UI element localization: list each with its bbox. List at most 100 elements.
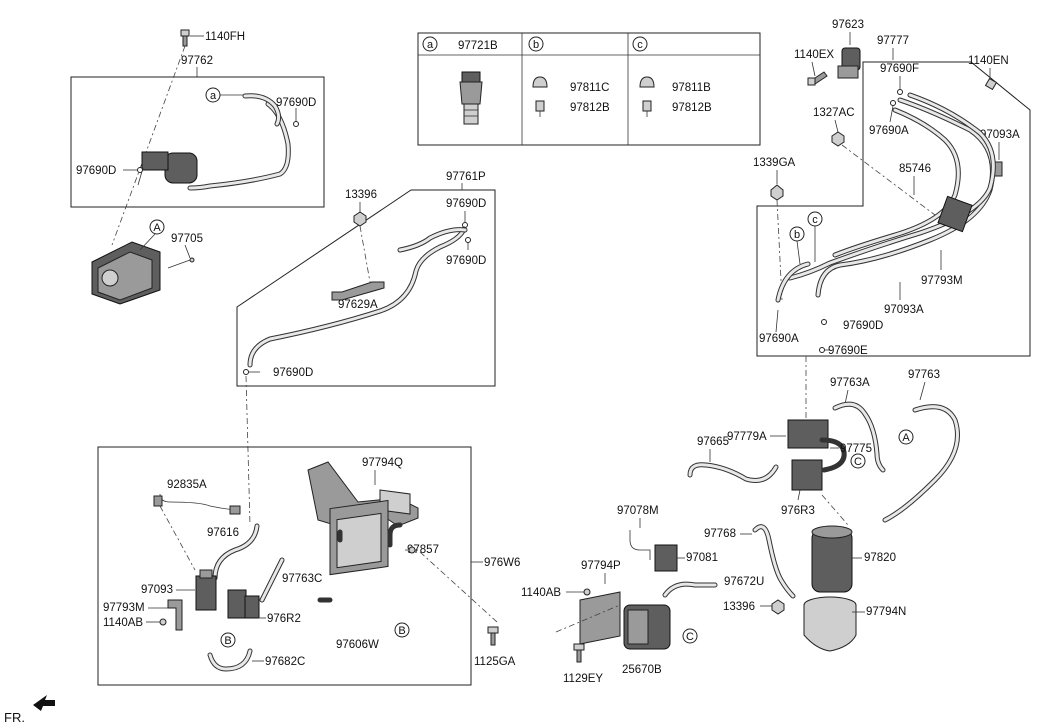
label-97672U: 97672U: [724, 576, 764, 588]
label-1140FH: 1140FH: [205, 31, 245, 43]
nut-1327AC-icon: [831, 131, 845, 147]
label-97690D-top-right: 97690D: [276, 97, 316, 109]
legend-b-part1: 97811C: [570, 82, 609, 94]
bolt-1140EX-icon: [807, 71, 828, 86]
sensor-97081-icon: [654, 544, 678, 572]
bolt-1140EN-icon: [984, 77, 998, 91]
cap-icon-c: [639, 76, 655, 117]
bolt-1125GA-icon: [487, 626, 499, 646]
callout-c-legend: [632, 36, 648, 52]
label-97629A: 97629A: [338, 299, 378, 311]
label-97623: 97623: [832, 19, 864, 31]
callout-a-legend-letter: a: [427, 39, 434, 51]
cap-icon-b: [532, 76, 548, 117]
callout-B-hose: [220, 632, 236, 648]
label-97093A-2: 97093A: [884, 304, 924, 316]
label-13396-mid: 13396: [345, 189, 377, 201]
label-97690D-mid1: 97690D: [446, 198, 486, 210]
callout-C-heater-letter: C: [686, 631, 694, 643]
label-92835A: 92835A: [167, 479, 207, 491]
label-97093A-1: 97093A: [980, 129, 1020, 141]
bracket-97794P-icon: [579, 591, 621, 645]
assembly-97777: 97623 97777 1140EX 97690F 1140EN 1327AC …: [753, 19, 1031, 357]
label-1140AB-right: 1140AB: [521, 587, 561, 599]
legend-c-part2: 97812B: [672, 102, 712, 114]
front-arrow-icon: [33, 695, 55, 711]
accumulator-icon: [137, 151, 198, 186]
label-97763A: 97763A: [830, 377, 870, 389]
bolt-1129EY-icon: [573, 643, 585, 663]
label-97794N: 97794N: [866, 606, 906, 618]
label-97820: 97820: [864, 552, 896, 564]
label-97682C: 97682C: [265, 656, 305, 668]
assembly-97762: 1140FH 97762 a 97690D 97690D: [70, 29, 325, 246]
legend-table: a 97721B b c 97811C 97812B 97811B 97812B: [417, 32, 761, 146]
legend-b-part2: 97812B: [570, 102, 610, 114]
label-13396-low: 13396: [723, 601, 755, 613]
nut-1339GA-icon: [770, 184, 784, 201]
callout-B-chiller: [394, 622, 410, 638]
label-25670B: 25670B: [622, 664, 662, 676]
label-85746: 85746: [899, 163, 931, 175]
label-97078M: 97078M: [617, 505, 659, 517]
callout-C-heater: [682, 628, 698, 644]
callout-b-hose-letter: b: [794, 229, 800, 241]
label-97690A-1: 97690A: [869, 125, 909, 137]
bolt-97857-icon: [408, 546, 416, 554]
block-bracket-icon: [937, 195, 973, 233]
bolt-1140FH-icon: [180, 29, 190, 47]
callout-B-chiller-letter: B: [398, 625, 405, 637]
legend-a-part: 97721B: [458, 40, 498, 52]
label-97779A: 97779A: [727, 431, 767, 443]
valve-97093-icon: [195, 569, 217, 611]
harness-92835A-icon: [153, 493, 241, 515]
label-97690D-mid2: 97690D: [446, 255, 486, 267]
callout-c-hose-letter: c: [812, 214, 818, 226]
ptc-heater-25670B-icon: [623, 604, 671, 650]
nut-13396-icon: [353, 211, 367, 227]
label-97665: 97665: [697, 436, 729, 448]
label-97762: 97762: [181, 55, 213, 67]
label-1339GA: 1339GA: [753, 157, 796, 169]
bracket-97793M-icon: [167, 599, 183, 631]
callout-a-top-letter: a: [210, 90, 217, 102]
label-97794P: 97794P: [581, 560, 621, 572]
callout-C-hose: [850, 453, 866, 469]
label-1125GA: 1125GA: [474, 656, 516, 668]
label-97857: 97857: [407, 544, 439, 556]
label-97793M-right: 97793M: [921, 275, 963, 287]
pressure-switch-icon: [459, 71, 483, 125]
label-97777: 97777: [877, 35, 909, 47]
callout-A-hose-letter: A: [902, 432, 910, 444]
callout-C-hose-letter: C: [854, 456, 862, 468]
label-97793M-left: 97793M: [103, 602, 145, 614]
assembly-97761P: 97761P 13396 97690D 97690D 97629A 97690D: [236, 171, 496, 387]
band-97794N-icon: [803, 596, 857, 652]
label-97768: 97768: [704, 528, 736, 540]
callout-c-legend-letter: c: [637, 39, 643, 51]
label-1327AC: 1327AC: [813, 107, 855, 119]
label-fr: FR.: [4, 710, 25, 725]
label-97705: 97705: [171, 233, 203, 245]
label-97690D-top-left: 97690D: [76, 165, 116, 177]
label-97690F: 97690F: [880, 63, 919, 75]
label-97775: 97775: [840, 443, 872, 455]
label-97093: 97093: [141, 584, 173, 596]
callout-B-hose-letter: B: [224, 635, 231, 647]
label-97763: 97763: [908, 369, 940, 381]
label-976W6: 976W6: [484, 557, 520, 569]
callout-A-compressor-letter: A: [153, 222, 161, 234]
chiller-97606W-icon: [317, 499, 403, 603]
label-976R2: 976R2: [267, 613, 301, 625]
label-1140EN: 1140EN: [968, 55, 1009, 67]
label-97616: 97616: [207, 527, 239, 539]
label-97690D-mid3: 97690D: [273, 367, 313, 379]
bracket-97629A-icon: [331, 281, 385, 301]
valve-97623-icon: [837, 47, 861, 79]
label-97606W: 97606W: [336, 639, 379, 651]
label-97794Q: 97794Q: [362, 457, 403, 469]
label-97690D-right: 97690D: [843, 320, 883, 332]
receiver-drier-97820-icon: [811, 525, 853, 593]
label-97763C: 97763C: [282, 573, 322, 585]
label-97690A-2: 97690A: [759, 333, 799, 345]
